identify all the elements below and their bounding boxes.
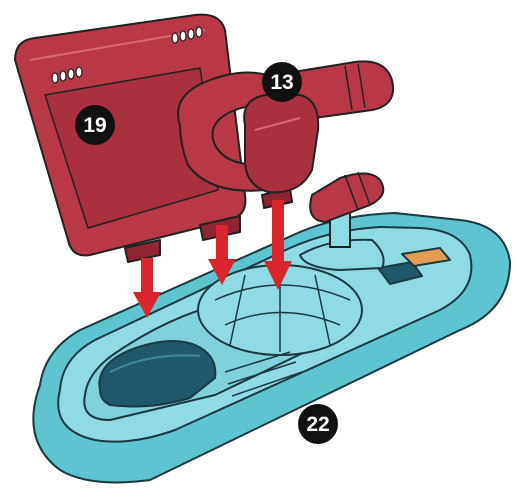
callout-22-label: 22	[306, 413, 329, 436]
base-part-22	[33, 213, 510, 482]
callout-19-label: 19	[83, 114, 106, 137]
callout-13-label: 13	[270, 71, 293, 94]
callout-13: 13	[262, 62, 302, 102]
callout-19: 19	[75, 105, 115, 145]
handle-cap	[244, 95, 318, 192]
callout-22: 22	[298, 404, 338, 444]
